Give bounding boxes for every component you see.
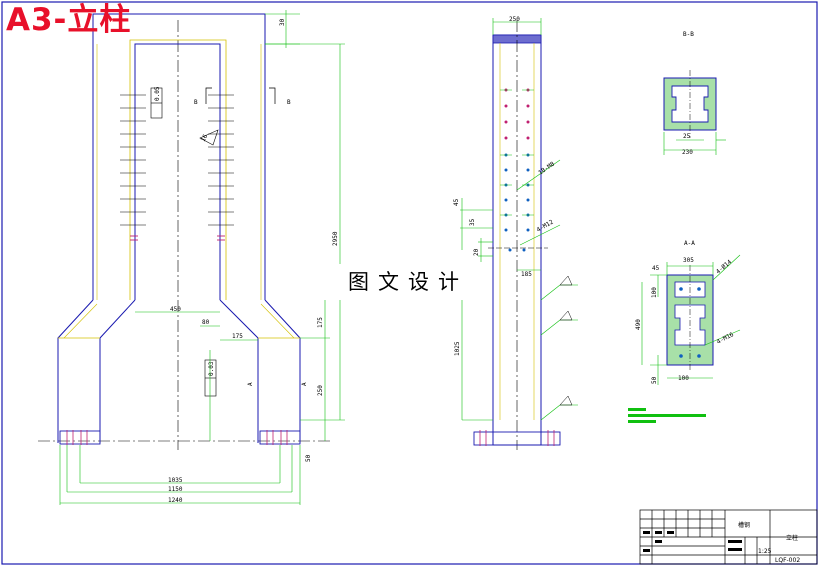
section-marker-a: A [247, 382, 254, 386]
front-view: 0.05 0.03 B B 16 A A [38, 10, 345, 505]
dim-490: 490 [635, 319, 642, 330]
dim-height-lower: 1025 [454, 341, 461, 356]
section-marker-b: B [194, 99, 198, 106]
title-block [639, 509, 818, 565]
part-name-label: 立柱 [786, 534, 798, 542]
title-block-fills [643, 531, 742, 552]
watermark-label: 图文设计 [333, 264, 483, 300]
dim-230: 230 [682, 149, 693, 156]
dim-1150: 1150 [168, 486, 183, 493]
hole-note-18m8: 18-M8 [537, 160, 556, 176]
hole-note-4m16: 4-M16 [716, 331, 736, 346]
dim-100a: 100 [651, 287, 658, 298]
dim-20: 20 [473, 248, 480, 256]
dim-80: 80 [202, 319, 210, 326]
drawing-number-label: LQF-002 [775, 557, 800, 564]
dim-1035: 1035 [168, 477, 183, 484]
hole-note-4phi14: 4-Ø14 [715, 258, 734, 275]
dim-1240: 1240 [168, 497, 183, 504]
dim-250: 250 [317, 385, 324, 396]
side-view: 250 45 35 20 185 1025 18-M8 4-M12 [453, 16, 578, 450]
dim-35: 35 [469, 218, 476, 226]
dim-50: 50 [305, 454, 312, 462]
dim-175a: 175 [232, 333, 243, 340]
dim-25: 25 [683, 133, 691, 140]
dim-side-width: 250 [509, 16, 520, 23]
dim-305: 305 [683, 257, 694, 264]
dim-100b: 100 [678, 375, 689, 382]
section-b-b: B-B 25 230 [663, 31, 726, 156]
parallel-tolerance: 0.03 [208, 361, 215, 376]
material-label: 槽钢 [738, 521, 750, 529]
section-b-b-label: B-B [683, 31, 694, 38]
dim-175b: 175 [317, 317, 324, 328]
dim-50b: 50 [651, 376, 658, 384]
sheet-title: A3-立柱 [6, 2, 132, 38]
dim-top-gap: 30 [279, 18, 286, 26]
dim-inner-width: 450 [170, 306, 181, 313]
section-marker-a-right: A [301, 382, 308, 386]
section-a-a-label: A-A [684, 240, 695, 247]
hole-note-4m12: 4-M12 [536, 218, 555, 233]
dim-45b: 45 [652, 265, 660, 272]
dim-45: 45 [453, 198, 460, 206]
dim-height-total: 2950 [332, 231, 339, 246]
technical-notes [628, 408, 706, 423]
section-marker-b-right: B [287, 99, 291, 106]
angle-label: 16 [200, 133, 210, 143]
dim-185: 185 [521, 271, 532, 278]
section-a-a: A-A 305 45 100 490 50 100 4-Ø14 4-M16 [635, 240, 741, 385]
flatness-tolerance: 0.05 [154, 86, 161, 101]
scale-label: 1:25 [758, 548, 772, 555]
